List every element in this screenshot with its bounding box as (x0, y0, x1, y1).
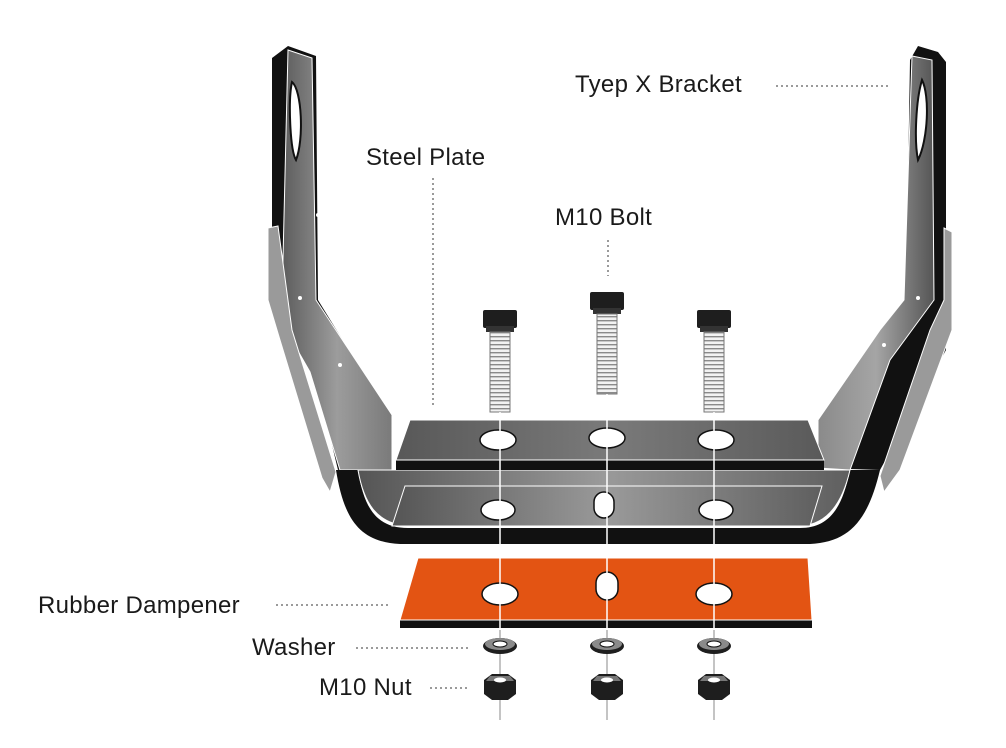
bracket-base-edge (336, 470, 880, 544)
bolt (590, 292, 624, 395)
bracket-right-hole (916, 296, 920, 300)
base-hole (480, 499, 516, 521)
bracket-right-hole (882, 343, 886, 347)
bracket (267, 46, 953, 544)
label-washer: Washer (252, 634, 336, 661)
bracket-right-flange (879, 227, 953, 494)
bolt-flange (486, 326, 514, 332)
steel-plate-hole (479, 429, 517, 451)
nut (698, 674, 730, 700)
bolt (697, 310, 731, 413)
bolt-thread (596, 313, 618, 395)
label-bolt: M10 Bolt (555, 204, 653, 231)
label-nut: M10 Nut (319, 674, 412, 701)
bolt-thread (489, 331, 511, 413)
bolt-head (697, 310, 731, 328)
bolt-flange (593, 308, 621, 314)
bolt-flange (700, 326, 728, 332)
base-slot (593, 491, 615, 519)
bolt (483, 310, 517, 413)
bracket-left-hole (298, 296, 302, 300)
bracket-right-hole (903, 213, 907, 217)
washer (483, 638, 517, 654)
bracket-left-flange (267, 225, 337, 494)
bolt-head (483, 310, 517, 328)
bracket-right-slot (914, 77, 928, 164)
rubber-dampener-edge (400, 620, 812, 628)
leader-lines (276, 85, 888, 689)
nut (591, 674, 623, 700)
steel-plate (395, 419, 825, 470)
nut (484, 674, 516, 700)
steel-plate-edge (396, 460, 824, 470)
bracket-left-hole (316, 213, 320, 217)
label-steel-plate: Steel Plate (366, 144, 486, 171)
bracket-left-slot (288, 80, 302, 163)
rubber-dampener (399, 557, 813, 628)
label-bracket: Tyep X Bracket (575, 71, 742, 98)
bolt-head (590, 292, 624, 310)
label-rubber-dampener: Rubber Dampener (38, 592, 240, 619)
base-hole (698, 499, 734, 521)
washer (697, 638, 731, 654)
bolt-thread (703, 331, 725, 413)
bracket-left-hole (338, 363, 342, 367)
washer (590, 638, 624, 654)
steel-plate-hole (697, 429, 735, 451)
